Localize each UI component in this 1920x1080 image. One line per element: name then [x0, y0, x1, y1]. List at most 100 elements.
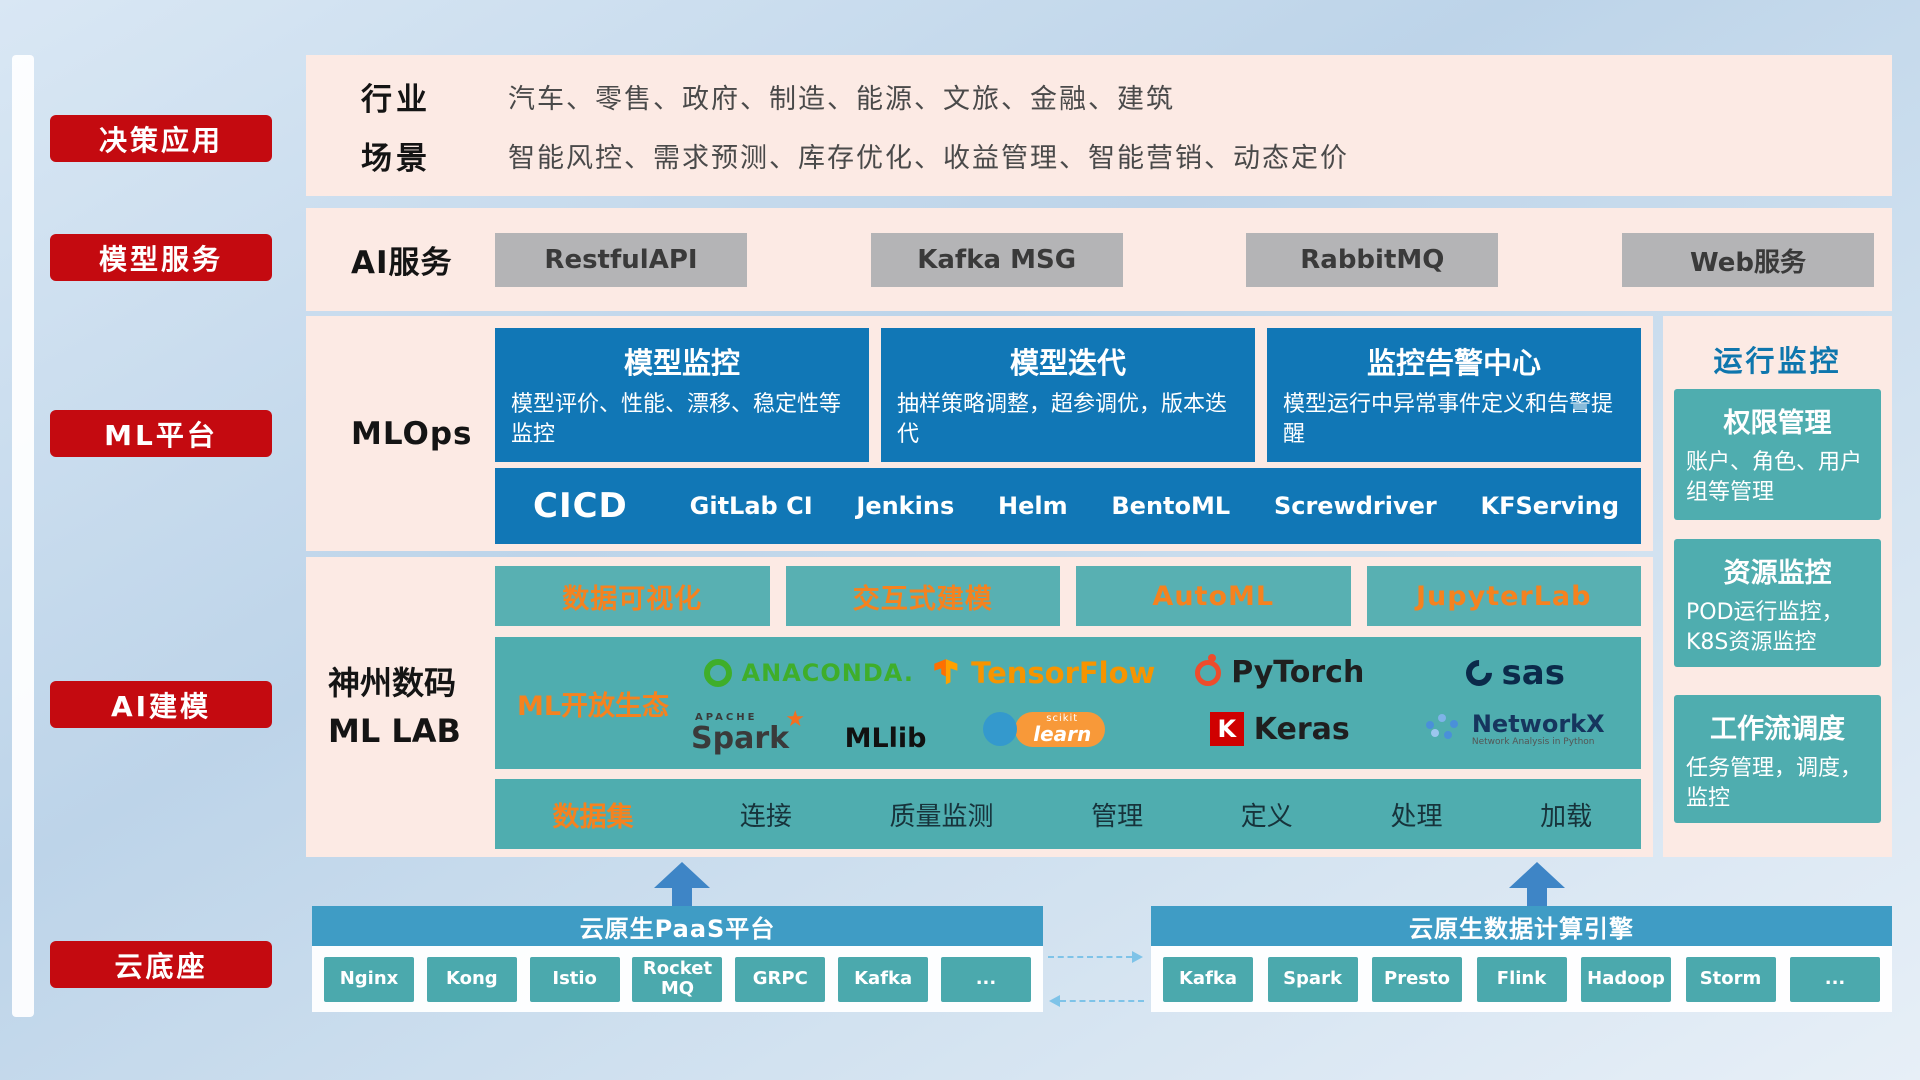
spark-apache-text: APACHE: [695, 711, 758, 723]
industry-row: 行业 汽车、零售、政府、制造、能源、文旅、金融、建筑: [361, 71, 1892, 121]
card-desc: 账户、角色、用户组等管理: [1686, 450, 1863, 505]
pytorch-icon: [1195, 653, 1222, 686]
ml-lab-label: 神州数码 ML LAB: [328, 557, 461, 857]
data-compute-buttons: Kafka Spark Presto Flink Hadoop Storm ..…: [1151, 946, 1892, 1012]
ml-lab-top-buttons: 数据可视化 交互式建模 AutoML JupyterLab: [495, 566, 1641, 626]
tensorflow-text: TensorFlow: [971, 655, 1156, 690]
scikit-learn-blue-icon: [983, 712, 1018, 746]
dataset-item-process: 处理: [1390, 801, 1443, 832]
sas-logo: sas: [1398, 653, 1634, 693]
spark-word: Spark: [691, 720, 790, 756]
spark-block: APACHE Spark ★: [691, 705, 829, 754]
learn-text: learn: [1033, 721, 1092, 746]
card-desc: POD运行监控，K8S资源监控: [1686, 600, 1844, 655]
card-title: 工作流调度: [1710, 714, 1845, 745]
dataset-items: 连接 质量监测 管理 定义 处理 加载: [691, 796, 1641, 833]
anaconda-icon: [703, 658, 732, 687]
networkx-text: NetworkX: [1471, 709, 1605, 738]
dashed-arrow-left: [1060, 1000, 1144, 1002]
node-kafka-msg: Kafka MSG: [870, 233, 1123, 287]
dataset-item-quality: 质量监测: [889, 801, 994, 832]
up-arrow-icon: [1509, 862, 1565, 906]
dataset-label: 数据集: [552, 801, 634, 833]
scikit-learn-badge: scikit learn: [1015, 711, 1106, 747]
sidebar-item-model-service: 模型服务: [50, 234, 272, 281]
tool-bentoml: BentoML: [1111, 492, 1231, 520]
anaconda-text: ANACONDA.: [741, 658, 914, 687]
card-title: 模型迭代: [1009, 346, 1126, 380]
left-accent-strip: [12, 55, 34, 1017]
node-nginx: Nginx: [324, 956, 414, 1002]
node-web-service: Web服务: [1621, 233, 1874, 287]
spark-mllib-logo: APACHE Spark ★ MLlib: [691, 705, 927, 754]
spark-text: Spark ★: [691, 708, 805, 756]
node-istio: Istio: [529, 956, 620, 1002]
node-kafka-2: Kafka: [1163, 956, 1253, 1002]
ml-lab-label-line1: 神州数码: [328, 664, 457, 702]
networkx-icon: [1425, 720, 1434, 729]
tool-screwdriver: Screwdriver: [1273, 492, 1437, 520]
scene-row: 场景 智能风控、需求预测、库存优化、收益管理、智能营销、动态定价: [361, 130, 1892, 180]
card-workflow-scheduler: 工作流调度 任务管理，调度，监控: [1674, 695, 1881, 823]
node-rabbitmq: RabbitMQ: [1246, 233, 1499, 287]
ml-lab-label-line2: ML LAB: [328, 712, 461, 750]
keras-text: Keras: [1253, 711, 1350, 747]
card-title: 资源监控: [1723, 558, 1832, 589]
ml-ecosystem-logos: ANACONDA. TensorFlow PyTorch sas: [691, 653, 1641, 754]
sas-text: sas: [1501, 652, 1565, 693]
pytorch-text: PyTorch: [1231, 655, 1365, 690]
sidebar-item-cloud-base: 云底座: [50, 941, 272, 988]
paas-platform-header: 云原生PaaS平台: [312, 906, 1043, 946]
card-desc: 抽样策略调整，超参调优，版本迭代: [897, 392, 1228, 447]
ml-ecosystem-label: ML开放生态: [516, 690, 670, 722]
tensorflow-logo: TensorFlow: [927, 656, 1163, 690]
dashed-arrow-left-head-icon: [1049, 995, 1060, 1007]
node-automl: AutoML: [1076, 566, 1351, 626]
tool-gitlab-ci: GitLab CI: [689, 492, 813, 520]
card-title: 模型监控: [623, 346, 740, 380]
dashed-arrow-right-head-icon: [1132, 951, 1143, 963]
card-title: 监控告警中心: [1366, 346, 1541, 380]
cicd-label: CICD: [533, 486, 628, 526]
node-data-visualization: 数据可视化: [495, 566, 770, 626]
node-more: ...: [940, 956, 1031, 1002]
sidebar-item-decision-app: 决策应用: [50, 115, 272, 162]
dataset-bar: 数据集 连接 质量监测 管理 定义 处理 加载: [495, 779, 1641, 849]
node-interactive-modeling: 交互式建模: [785, 566, 1060, 626]
dataset-item-load: 加载: [1540, 801, 1593, 832]
scene-label: 场景: [361, 140, 431, 177]
node-spark: Spark: [1267, 956, 1358, 1002]
ml-ecosystem-box: ML开放生态 ANACONDA. TensorFlow PyTorch: [495, 637, 1641, 769]
tool-kfserving: KFServing: [1480, 492, 1620, 520]
tool-jenkins: Jenkins: [856, 492, 955, 520]
ai-service-buttons: RestfulAPI Kafka MSG RabbitMQ Web服务: [495, 233, 1874, 287]
spark-star-icon: ★: [785, 706, 806, 732]
data-compute-header: 云原生数据计算引擎: [1151, 906, 1892, 946]
card-title: 权限管理: [1723, 408, 1832, 439]
mllib-text: MLlib: [844, 722, 927, 754]
dashed-arrow-right: [1048, 956, 1132, 958]
up-arrow-icon: [654, 862, 710, 906]
sidebar-item-ai-modeling: AI建模: [50, 681, 272, 728]
sidebar-item-ml-platform: ML平台: [50, 410, 272, 457]
tensorflow-icon: [934, 658, 958, 685]
card-alert-center: 监控告警中心 模型运行中异常事件定义和告警提醒: [1267, 328, 1641, 462]
run-monitor-title: 运行监控: [1713, 344, 1842, 378]
band-ai-service: AI服务 RestfulAPI Kafka MSG RabbitMQ Web服务: [306, 208, 1892, 311]
paas-platform-buttons: Nginx Kong Istio RocketMQ GRPC Kafka ...: [312, 946, 1043, 1012]
dataset-item-manage: 管理: [1091, 801, 1144, 832]
mlops-label: MLOps: [351, 415, 473, 452]
card-desc: 任务管理，调度，监控: [1686, 756, 1863, 811]
scikit-text: scikit: [1046, 712, 1079, 724]
node-more-2: ...: [1790, 956, 1880, 1002]
column-run-monitor: 运行监控 权限管理 账户、角色、用户组等管理 资源监控 POD运行监控，K8S资…: [1663, 316, 1892, 857]
node-kong: Kong: [426, 956, 517, 1002]
keras-icon: K: [1209, 712, 1244, 746]
node-flink: Flink: [1476, 956, 1567, 1002]
cicd-tools: GitLab CI Jenkins Helm BentoML Screwdriv…: [668, 492, 1641, 520]
node-rocketmq: RocketMQ: [632, 956, 723, 1002]
card-resource-monitor: 资源监控 POD运行监控，K8S资源监控: [1674, 539, 1881, 667]
node-grpc: GRPC: [735, 956, 826, 1002]
node-kafka: Kafka: [838, 956, 929, 1002]
